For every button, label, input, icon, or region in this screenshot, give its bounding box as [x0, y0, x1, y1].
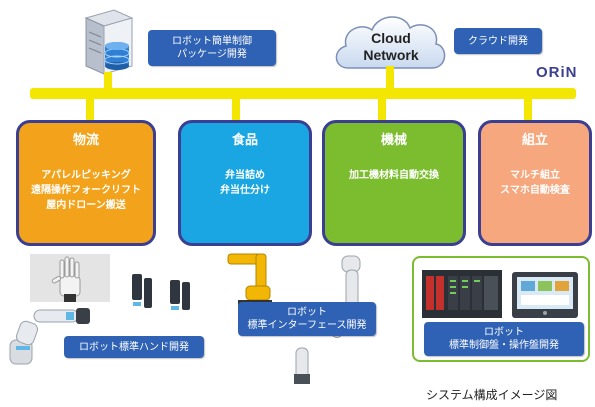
cloud-label: Cloud Network [336, 30, 446, 64]
cloud-line-2: Network [363, 47, 419, 63]
server-database-icon [84, 9, 134, 75]
panel-label-line-1: ロボット [484, 327, 524, 338]
bus-drop-4 [524, 97, 532, 121]
interface-label-line-2: 標準インターフェース開発 [247, 320, 367, 331]
category-items: マルチ組立 スマホ自動検査 [500, 168, 570, 198]
category-items: アパレルピッキング 遠隔操作フォークリフト 屋内ドローン搬送 [31, 168, 141, 213]
package-dev-label: ロボット簡単制御 パッケージ開発 [148, 30, 276, 66]
cloud-line-1: Cloud [371, 30, 411, 46]
robot-gripper-image [132, 274, 190, 310]
hand-dev-text: ロボット標準ハンド開発 [79, 341, 189, 353]
category-machinery: 機械 加工機材料自動交換 [322, 120, 466, 246]
hand-dev-label: ロボット標準ハンド開発 [64, 336, 204, 358]
bus-drop-2 [232, 97, 240, 121]
orin-logo: ORiN [536, 64, 578, 81]
interface-dev-label: ロボット 標準インターフェース開発 [238, 302, 376, 336]
category-item: 屋内ドローン搬送 [46, 200, 126, 211]
robot-hand-image [30, 254, 110, 302]
category-item: 弁当仕分け [220, 185, 270, 196]
package-label-line-1: ロボット簡単制御 [172, 36, 252, 47]
category-logistics: 物流 アパレルピッキング 遠隔操作フォークリフト 屋内ドローン搬送 [16, 120, 156, 246]
system-bus-bar [30, 88, 576, 99]
category-items: 加工機材料自動交換 [349, 168, 439, 183]
figure-caption: システム構成イメージ図 [426, 388, 558, 402]
control-panel-image [422, 270, 502, 318]
panel-dev-label: ロボット 標準制御盤・操作盤開発 [424, 322, 584, 356]
category-title: 物流 [72, 133, 99, 148]
category-item: 遠隔操作フォークリフト [31, 185, 141, 196]
cloud-connector [386, 66, 394, 90]
category-item: スマホ自動検査 [500, 185, 570, 196]
server-connector [104, 72, 112, 90]
category-item: 弁当詰め [225, 170, 265, 181]
cloud-dev-text: クラウド開発 [468, 35, 528, 47]
category-assembly: 組立 マルチ組立 スマホ自動検査 [478, 120, 592, 246]
category-items: 弁当詰め 弁当仕分け [220, 168, 270, 198]
category-title: 組立 [521, 133, 548, 148]
category-title: 機械 [380, 133, 407, 148]
cloud-dev-label: クラウド開発 [454, 28, 542, 54]
category-item: アパレルピッキング [41, 170, 131, 181]
collaborative-robot-arm-image [9, 308, 90, 365]
bus-drop-1 [86, 97, 94, 121]
category-title: 食品 [231, 133, 258, 148]
bus-drop-3 [378, 97, 386, 121]
category-food: 食品 弁当詰め 弁当仕分け [178, 120, 312, 246]
package-label-line-2: パッケージ開発 [177, 49, 247, 60]
interface-label-line-1: ロボット [287, 307, 327, 318]
operation-panel-image [512, 272, 578, 318]
panel-label-line-2: 標準制御盤・操作盤開発 [449, 340, 559, 351]
cloud-icon [335, 16, 446, 69]
category-item: マルチ組立 [509, 170, 560, 181]
category-item: 加工機材料自動交換 [349, 170, 439, 181]
